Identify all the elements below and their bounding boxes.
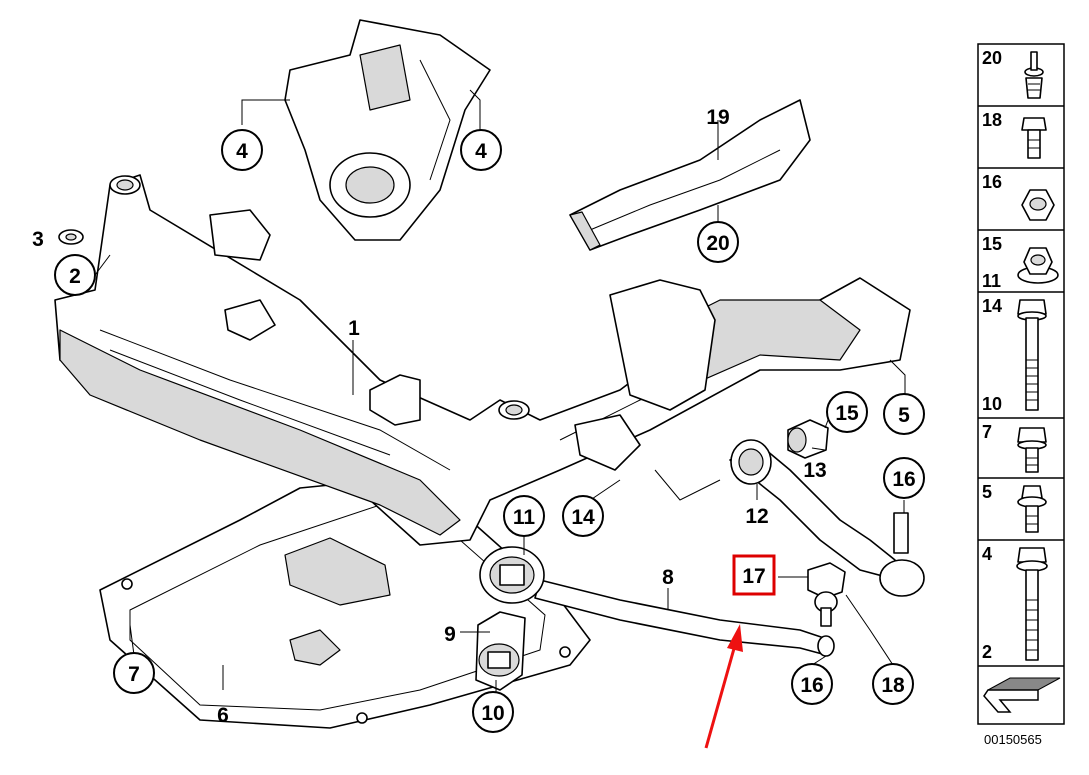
callout-19: 19 (706, 106, 729, 129)
legend-row-20: 20 (982, 48, 1044, 99)
svg-text:2: 2 (69, 265, 81, 288)
flange-nut-icon (1017, 247, 1059, 284)
svg-text:15: 15 (835, 402, 859, 425)
callout-15: 15 (826, 391, 868, 433)
svg-text:4: 4 (982, 544, 992, 564)
svg-text:16: 16 (800, 674, 823, 697)
legend-row-4-2: 4 2 (982, 544, 1048, 662)
svg-text:10: 10 (481, 702, 504, 725)
svg-text:13: 13 (803, 459, 826, 482)
ball-joint (807, 562, 846, 627)
collar-bolt-icon (1017, 485, 1047, 533)
callout-18: 18 (872, 663, 914, 705)
callout-9: 9 (444, 623, 456, 646)
callout-10: 10 (472, 691, 514, 733)
long-bolt-icon (1017, 299, 1047, 411)
svg-text:17: 17 (742, 565, 765, 588)
svg-text:7: 7 (128, 663, 140, 686)
svg-text:4: 4 (236, 140, 248, 163)
fastener-legend: 20 18 16 (977, 43, 1065, 725)
svg-text:3: 3 (32, 228, 44, 251)
callout-8: 8 (662, 566, 674, 589)
flange-bolt-icon (1017, 427, 1047, 473)
svg-text:14: 14 (571, 506, 595, 529)
svg-text:14: 14 (982, 296, 1002, 316)
pointer-arrow (704, 624, 743, 749)
callout-17: 17 (732, 554, 776, 596)
svg-text:6: 6 (217, 704, 229, 727)
diagram-code: 00150565 (984, 732, 1042, 747)
legend-row-16: 16 (982, 172, 1055, 221)
svg-text:20: 20 (706, 232, 729, 255)
short-bolt-icon (1021, 117, 1047, 159)
callout-11: 11 (503, 495, 545, 537)
callout-5: 5 (883, 393, 925, 435)
svg-text:9: 9 (444, 623, 456, 646)
svg-text:18: 18 (881, 674, 905, 697)
svg-text:7: 7 (982, 422, 992, 442)
hex-nut-icon (1021, 189, 1055, 221)
callout-13: 13 (803, 459, 826, 482)
svg-text:5: 5 (898, 404, 910, 427)
svg-text:16: 16 (892, 468, 915, 491)
svg-text:16: 16 (982, 172, 1002, 192)
svg-text:18: 18 (982, 110, 1002, 130)
callout-16a: 16 (883, 457, 925, 499)
svg-text:19: 19 (706, 106, 729, 129)
svg-text:20: 20 (982, 48, 1002, 68)
callout-4a: 4 (221, 129, 263, 171)
clip-rivet-icon (1024, 51, 1044, 99)
callout-7: 7 (113, 652, 155, 694)
heat-shield (569, 99, 811, 251)
strut-mount-bracket (209, 19, 491, 261)
callout-1: 1 (348, 317, 360, 340)
callout-3: 3 (32, 228, 44, 251)
callout-14: 14 (562, 495, 604, 537)
callout-12: 12 (745, 505, 768, 528)
callout-6: 6 (217, 704, 229, 727)
svg-text:11: 11 (513, 506, 536, 529)
callout-4b: 4 (460, 129, 502, 171)
legend-row-14-10: 14 10 (982, 296, 1047, 414)
svg-text:2: 2 (982, 642, 992, 662)
highlight-box (732, 554, 776, 596)
legend-row-7: 7 (982, 422, 1047, 473)
legend-row-5: 5 (982, 482, 1047, 533)
callout-20: 20 (697, 221, 739, 263)
svg-text:12: 12 (745, 505, 768, 528)
rubber-mount (475, 611, 526, 691)
front-axle-carrier (54, 174, 911, 546)
callout-16b: 16 (791, 663, 833, 705)
svg-text:5: 5 (982, 482, 992, 502)
long-flange-bolt-icon (1016, 547, 1048, 661)
legend-row-15-11: 15 11 (982, 234, 1059, 291)
svg-text:10: 10 (982, 394, 1002, 414)
direction-arrow-icon (983, 677, 1061, 713)
wishbone-arm (479, 546, 835, 657)
svg-text:1: 1 (348, 317, 360, 340)
callout-2: 2 (54, 254, 96, 296)
legend-row-18: 18 (982, 110, 1047, 159)
svg-text:8: 8 (662, 566, 674, 589)
svg-text:11: 11 (982, 271, 1001, 291)
svg-text:4: 4 (475, 140, 487, 163)
svg-text:15: 15 (982, 234, 1002, 254)
